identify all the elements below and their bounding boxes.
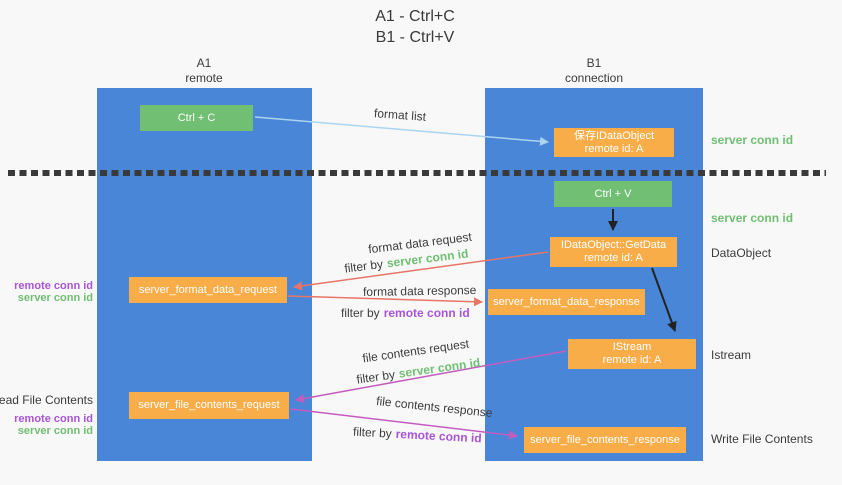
node-ctrl-v-label: Ctrl + V	[594, 187, 632, 200]
node-getdata-line1: IDataObject::GetData	[560, 239, 667, 251]
node-server-file-contents-request: server_file_contents_request	[129, 392, 289, 419]
node-format-request-label: server_format_data_request	[138, 283, 278, 296]
node-server-file-contents-response: server_file_contents_response	[524, 427, 686, 453]
node-getdata-line2: remote id: A	[584, 252, 643, 264]
node-format-response-label: server_format_data_response	[493, 295, 640, 308]
node-file-response-label: server_file_contents_response	[530, 433, 680, 446]
lane-a1-name: A1	[196, 56, 212, 70]
node-ctrl-c-label: Ctrl + C	[177, 111, 216, 124]
node-server-format-data-response: server_format_data_response	[488, 289, 645, 315]
node-file-request-label: server_file_contents_request	[138, 399, 280, 411]
label-read-file-contents: Read File Contents	[0, 393, 93, 407]
node-istream-line1: IStream	[612, 341, 652, 353]
format-data-request-arrow	[293, 251, 549, 291]
format-data-response-arrow	[287, 295, 483, 307]
title-line-2: B1 - Ctrl+V	[375, 29, 455, 46]
remote-conn-id-text: remote conn id	[383, 306, 470, 320]
label-server-conn-id-left-2: server conn id	[17, 425, 93, 437]
label-remote-conn-id-left-2: remote conn id	[14, 413, 93, 425]
lane-header-b1: B1 connection	[544, 56, 644, 86]
label-server-conn-id-right-mid: server conn id	[711, 211, 794, 225]
lane-b1-name: B1	[586, 56, 602, 70]
getdata-to-istream-arrow	[651, 267, 677, 332]
node-istream-line2: remote id: A	[602, 354, 662, 366]
clipboard-boundary-dotted-line	[8, 170, 826, 176]
node-idataobject-getdata: IDataObject::GetData remote id: A	[550, 237, 677, 267]
node-save-idataobject-line1: 保存IDataObject	[573, 129, 655, 142]
filter-by-text: filter by	[352, 424, 393, 441]
file-contents-request-arrow	[295, 350, 567, 403]
label-write-file-contents: Write File Contents	[711, 432, 813, 446]
title-line-1: A1 - Ctrl+C	[375, 8, 455, 25]
lane-header-a1: A1 remote	[154, 56, 254, 86]
node-istream: IStream remote id: A	[568, 339, 696, 369]
filter-by-text: filter by	[341, 306, 380, 320]
label-server-conn-id-left-1: server conn id	[17, 292, 93, 304]
label-server-conn-id-right-top: server conn id	[711, 133, 794, 147]
diagram-title: A1 - Ctrl+C B1 - Ctrl+V	[310, 6, 520, 48]
node-ctrl-v: Ctrl + V	[554, 181, 672, 207]
label-remote-conn-id-left-1: remote conn id	[14, 280, 93, 292]
format-list-arrow	[254, 116, 549, 146]
lane-a1-role: remote	[185, 71, 223, 85]
label-istream: Istream	[711, 348, 752, 362]
label-format-data-response: format data response	[362, 283, 477, 299]
node-save-idataobject: 保存IDataObject remote id: A	[554, 128, 674, 157]
node-save-idataobject-line2: remote id: A	[584, 142, 644, 155]
node-server-format-data-request: server_format_data_request	[129, 277, 287, 303]
file-contents-response-arrow	[290, 408, 518, 440]
node-ctrl-c: Ctrl + C	[140, 105, 253, 131]
label-dataobject: DataObject	[711, 246, 772, 260]
lane-b1-role: connection	[564, 71, 624, 85]
